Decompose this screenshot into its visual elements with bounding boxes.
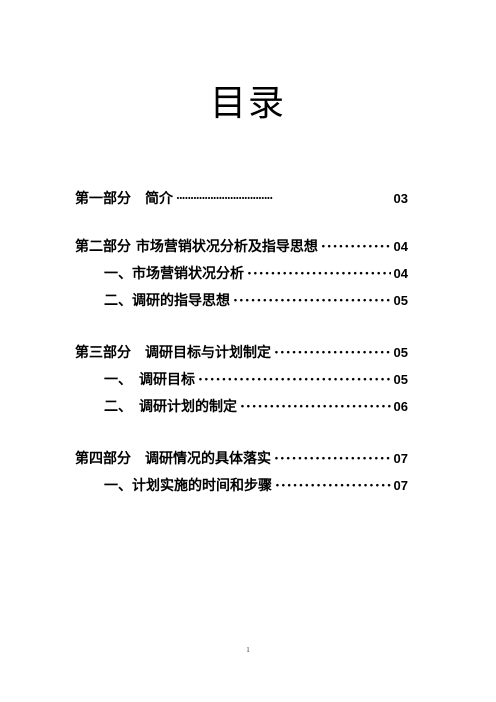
toc-page-number: 07 [393,478,408,493]
toc-entry-text: 第二部分 市场营销状况分析及指导思想 [75,239,318,255]
toc-entry-part-2[interactable]: 第二部分 市场营销状况分析及指导思想 ·················· 04 [75,236,408,258]
toc-entry-text: 二、 调研计划的制定 [104,399,237,415]
toc-page-number: 04 [393,266,408,281]
toc-dot-leader: ·················· [320,239,391,255]
toc-dot-leader: ·································· [176,192,273,205]
toc-entry-part-3-section-1[interactable]: 一、 调研目标 ································… [104,369,408,391]
toc-entry-text: 一、计划实施的时间和步骤 [104,478,272,494]
toc-entry-text: 第三部分 调研目标与计划制定 [75,345,271,361]
toc-dot-leader: ·································· [275,478,391,494]
toc-entry-part-2-section-2[interactable]: 二、调研的指导思想 ······························… [104,290,408,312]
toc-entry-part-4[interactable]: 第四部分 调研情况的具体落实 ·························… [75,448,408,470]
toc-entry-part-3[interactable]: 第三部分 调研目标与计划制定 ·························… [75,342,408,364]
toc-dot-leader: ··································· [247,266,391,282]
toc-dot-leader: ·································· [274,451,391,467]
toc-entry-part-3-section-2[interactable]: 二、 调研计划的制定 ·····························… [104,396,408,418]
toc-page-number: 05 [393,345,408,360]
toc-entry-text: 第四部分 调研情况的具体落实 [75,451,271,467]
page-title: 目录 [209,83,286,124]
toc-page-number: 05 [393,293,408,308]
toc-page-number: 06 [393,399,408,414]
footer-page-number: 1 [246,646,250,654]
toc-entry-text: 二、调研的指导思想 [104,293,230,309]
toc-page-number: 04 [393,239,408,254]
toc-entry-part-2-section-1[interactable]: 一、市场营销状况分析 ·····························… [104,263,408,285]
toc-dot-leader: ··································· [233,293,391,309]
toc-dot-leader: ········································… [198,372,391,388]
toc-page-number: 03 [393,191,408,206]
toc-entry-text: 一、 调研目标 [104,372,195,388]
toc-entry-text: 一、市场营销状况分析 [104,266,244,282]
toc-dot-leader: ··································· [274,345,391,361]
toc-page-number: 05 [393,372,408,387]
toc-page-number: 07 [393,451,408,466]
toc-entry-text: 第一部分 简介 [75,191,173,207]
toc-entry-part-4-section-1[interactable]: 一、计划实施的时间和步骤 ···························… [104,475,408,497]
toc-entry-part-1[interactable]: 第一部分 简介 ································… [75,188,408,210]
toc-dot-leader: ········································… [240,399,391,415]
